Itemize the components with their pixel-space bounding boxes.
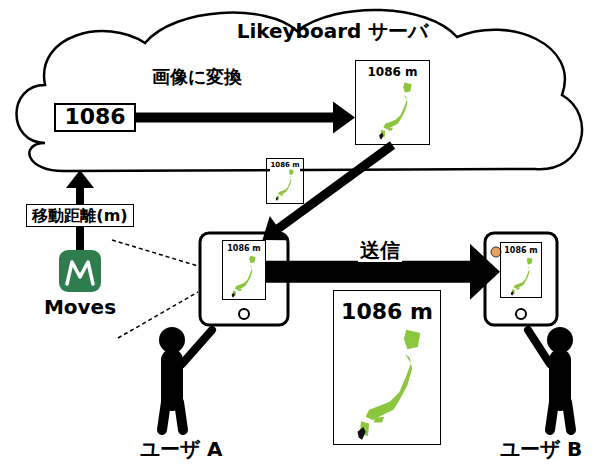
cloud-server: Likeyboard サーバ 1086 1086 m [5, 3, 590, 183]
arrowhead [470, 244, 500, 300]
image-card [270, 158, 300, 204]
connector-line [136, 113, 334, 123]
value-box: 1086 [54, 103, 135, 132]
node-text: 1086 m [504, 246, 537, 256]
arrowhead [333, 102, 355, 134]
japan-map [358, 330, 421, 440]
node-text: Likeyboard サーバ [237, 19, 429, 43]
node-text: 1086 m [227, 244, 260, 254]
image-card [222, 240, 266, 300]
phone-button [239, 309, 249, 319]
connector-line [266, 261, 471, 283]
image-card: 1086 m [266, 158, 303, 204]
japan-map [232, 256, 256, 298]
image-card: 1086 m [222, 240, 266, 300]
edge-label: 送信 [358, 238, 402, 262]
app-icon [59, 250, 101, 292]
image-card: 1086 m [500, 242, 542, 298]
person [528, 327, 573, 430]
app-icon-mark [67, 262, 93, 284]
person [159, 327, 212, 430]
image-card: 1086 m [355, 60, 430, 145]
node-text: 1086 m [341, 299, 433, 325]
japan-map [511, 258, 533, 296]
arrowhead [262, 216, 287, 240]
connector-arrow [262, 145, 392, 240]
phone [485, 233, 557, 325]
dashed-leader [118, 292, 198, 338]
cloud-outline [17, 10, 583, 171]
phone-button [516, 309, 526, 319]
node-text: 1086 [64, 104, 125, 130]
edge-label: 移動距離(m) [26, 204, 133, 227]
user-label: ユーザ A [140, 437, 222, 461]
arrowhead [66, 170, 94, 188]
image-card: 1086 m [333, 290, 441, 445]
japan-map [379, 82, 411, 139]
app-icon-node: Moves [40, 250, 120, 322]
connector-arrow [136, 102, 355, 134]
image-card [500, 242, 542, 298]
user-label: ユーザ B [500, 437, 582, 461]
dashed-leader [112, 240, 198, 266]
node-text: 1086 m [270, 161, 299, 169]
edge-label: 画像に変換 [150, 66, 244, 88]
image-card [337, 290, 437, 445]
image-card [355, 60, 430, 145]
japan-map [276, 169, 294, 200]
node-text: 1086 m [367, 65, 417, 79]
node-text: Moves [44, 295, 116, 319]
